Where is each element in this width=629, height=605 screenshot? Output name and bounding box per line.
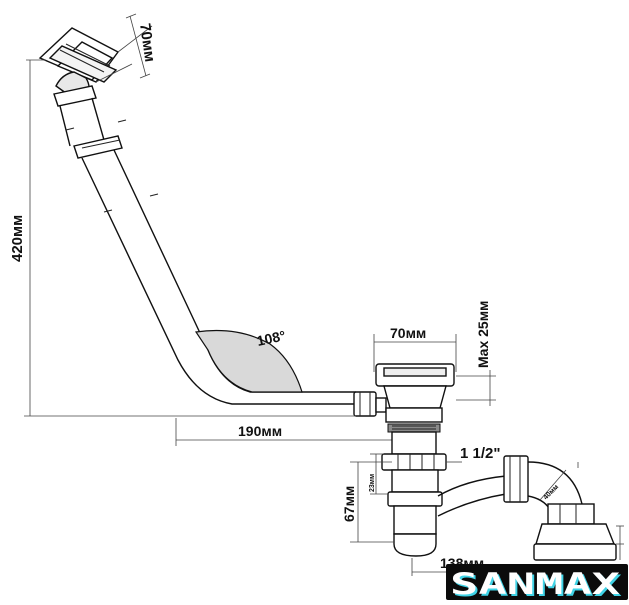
thread-size-label: 1 1/2" bbox=[460, 445, 500, 462]
waste-width-dimension: 70мм bbox=[373, 325, 457, 372]
thread-size-dimension: 1 1/2" bbox=[446, 445, 500, 463]
max-thickness-dimension: Max 25мм bbox=[456, 301, 496, 406]
drain-plug bbox=[375, 363, 455, 455]
brand-logo: SANMAX SANMAX bbox=[446, 564, 628, 603]
nut-height-dimension: 23мм bbox=[369, 453, 388, 495]
overflow-cover bbox=[38, 27, 120, 97]
reach-label: 190мм bbox=[238, 423, 282, 439]
siphon-trap bbox=[381, 453, 507, 557]
max-thickness-label: Max 25мм bbox=[475, 301, 491, 368]
trap-height-dimension: 67мм bbox=[341, 461, 394, 543]
angle-label: 108° bbox=[255, 327, 287, 349]
waste-width-label: 70мм bbox=[390, 325, 426, 341]
nut-height-label: 23мм bbox=[369, 474, 376, 492]
overflow-dimension: 70мм bbox=[95, 13, 158, 83]
overflow-elbow bbox=[53, 85, 123, 159]
pipe-coupling-nut bbox=[353, 391, 387, 417]
overall-height-label: 420мм bbox=[9, 215, 26, 262]
angle-shade: 108° bbox=[194, 327, 303, 393]
trap-height-label: 67мм bbox=[341, 486, 357, 522]
brand-logo-text: SANMAX bbox=[450, 567, 621, 600]
reach-dimension: 190мм bbox=[175, 418, 413, 446]
brand-logo-shadow: SANMAX bbox=[452, 569, 623, 600]
overflow-dimension-label: 70мм bbox=[136, 22, 158, 63]
elbow-diameter-label: 40мм bbox=[542, 484, 560, 502]
outlet-elbow: 40мм bbox=[503, 455, 624, 561]
overflow-pipe bbox=[65, 119, 356, 405]
overall-height-dimension: 420мм bbox=[9, 59, 356, 417]
